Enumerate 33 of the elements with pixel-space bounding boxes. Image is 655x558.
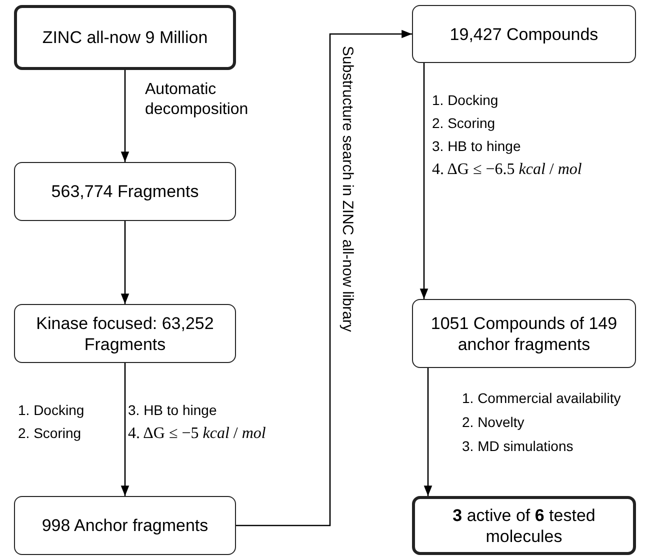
box-text: 19,427 Compounds [450,24,598,44]
arrow [120,363,130,496]
process-box [412,496,636,555]
process-box [14,162,236,221]
step-text: 4. ΔG ≤ −5 kcal / mol [128,425,266,443]
process-box [412,299,636,368]
box-text: Kinase focused: 63,252 Fragments [35,312,215,354]
box-text: 563,774 Fragments [51,181,199,202]
arrow [236,30,412,526]
step-text: 2. Scoring [18,425,82,441]
arrow [120,221,130,304]
box-text: ZINC all-now 9 Million [42,27,208,48]
arrow [120,70,130,162]
arrow [424,368,432,496]
step-text: 1. Docking [432,92,498,108]
process-box [412,5,636,63]
box-text: 3 active of 6 tested molecules [452,504,596,546]
step-text: 3. HB to hinge [432,138,521,154]
process-box [14,304,236,363]
process-box [14,5,236,70]
edge-label: Substructure search in ZINC all-now library [338,46,357,332]
step-text: 4. ΔG ≤ −6.5 kcal / mol [432,161,582,179]
step-text: 2. Novelty [462,414,524,430]
step-text: 1. Commercial availability [462,390,621,406]
step-text: 3. MD simulations [462,438,574,454]
box-text: 1051 Compounds of 149 anchor fragments [430,312,618,354]
edge-label: Automatic decomposition [145,80,250,120]
arrow [420,63,428,299]
step-text: 1. Docking [18,402,84,418]
process-box [14,496,236,555]
step-text: 3. HB to hinge [128,402,217,418]
box-text: 998 Anchor fragments [42,515,208,536]
step-text: 2. Scoring [432,115,496,131]
